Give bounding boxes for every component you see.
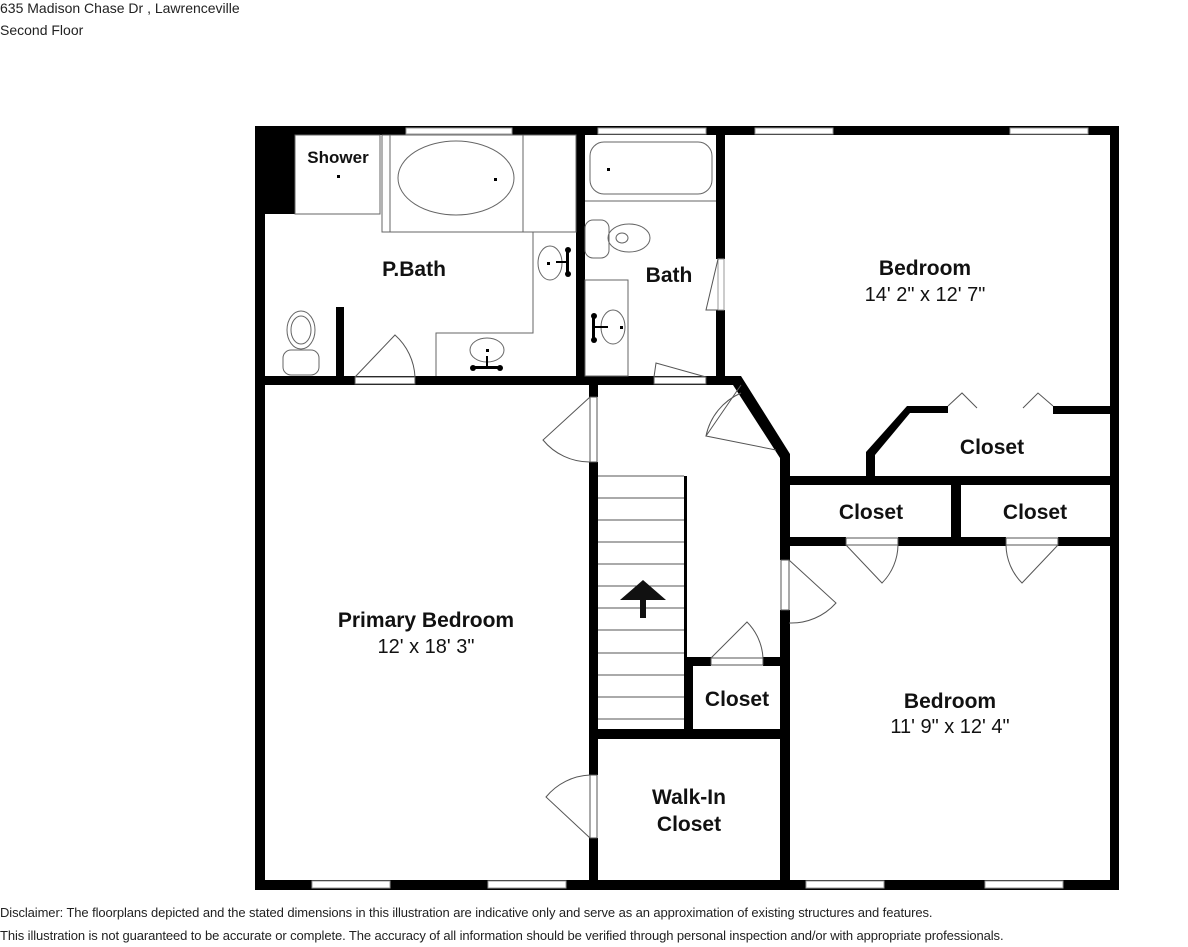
doors [354, 258, 1059, 839]
room-label-primary-bath: P.Bath [382, 258, 446, 281]
room-label-primary-bedroom: Primary Bedroom [337, 609, 515, 632]
room-label-bedroom-se: Bedroom [903, 690, 997, 713]
floor-title: Second Floor [0, 22, 84, 38]
room-label-closet-hall: Closet [704, 688, 770, 711]
disclaimer-line-2: This illustration is not guaranteed to b… [0, 928, 1004, 943]
walls [255, 126, 1119, 890]
room-label-bedroom-ne: Bedroom [878, 257, 972, 280]
address-title: 635 Madison Chase Dr , Lawrenceville [0, 0, 240, 16]
fixture-dots [337, 168, 623, 371]
room-dimensions-primary-bedroom: 12' x 18' 3" [377, 636, 475, 658]
room-label-closet-mid-left: Closet [838, 501, 904, 524]
room-label-bath: Bath [645, 264, 693, 287]
room-label-closet-ne: Closet [959, 436, 1025, 459]
room-label-shower: Shower [307, 148, 369, 167]
windows [311, 127, 1089, 889]
room-label-walk-in-closet-line2: Closet [656, 813, 722, 836]
room-label-walk-in-closet-line1: Walk-In [652, 786, 726, 809]
fixtures [282, 134, 716, 377]
disclaimer-line-1: Disclaimer: The floorplans depicted and … [0, 905, 933, 920]
room-dimensions-bedroom-se: 11' 9" x 12' 4" [890, 716, 1010, 738]
arrow-up-icon [620, 580, 666, 618]
room-dimensions-bedroom-ne: 14' 2" x 12' 7" [864, 284, 986, 306]
room-label-closet-mid-right: Closet [1002, 501, 1068, 524]
